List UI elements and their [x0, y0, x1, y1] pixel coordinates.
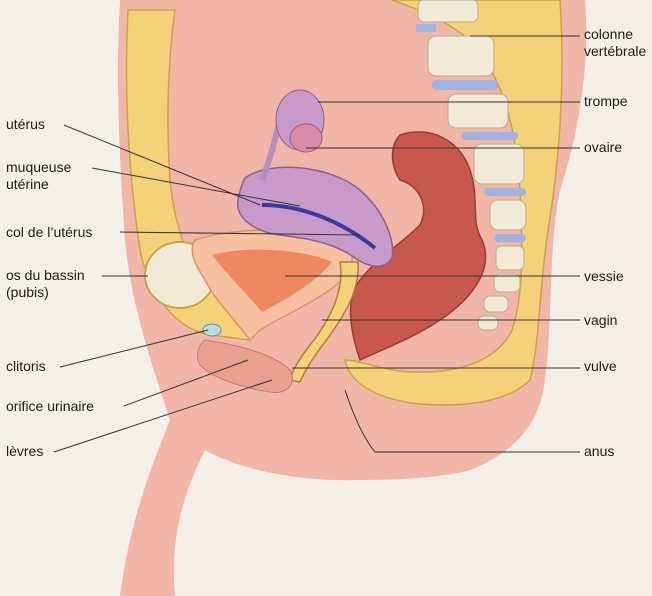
label-anus: anus: [584, 443, 615, 459]
label-vessie: vessie: [584, 268, 624, 284]
leader-lines: [53, 35, 580, 453]
label-trompe: trompe: [584, 93, 628, 109]
label-clitoris: clitoris: [6, 358, 46, 374]
ovary: [289, 123, 323, 153]
label-uterus: utérus: [6, 116, 45, 132]
vagina: [289, 261, 359, 383]
label-colonne-vertebrale: colonne vertébrale: [584, 26, 647, 59]
bladder-inner: [212, 249, 332, 312]
label-vulve: vulve: [584, 358, 617, 374]
uterine-lining: [261, 203, 377, 250]
label-ovaire: ovaire: [584, 139, 623, 155]
labia: [197, 339, 293, 394]
label-col-uterus: col de l’utérus: [6, 224, 93, 240]
label-vagin: vagin: [584, 312, 618, 328]
uterus: [237, 166, 394, 267]
label-orifice-urinaire: orifice urinaire: [6, 398, 94, 414]
skin-shadow: [0, 0, 170, 596]
label-muqueuse-uterine: muqueuse utérine: [6, 159, 72, 192]
clitoris: [202, 323, 222, 337]
label-os-bassin: os du bassin (pubis): [6, 267, 85, 300]
label-levres: lèvres: [6, 443, 44, 459]
rectum: [349, 131, 487, 362]
